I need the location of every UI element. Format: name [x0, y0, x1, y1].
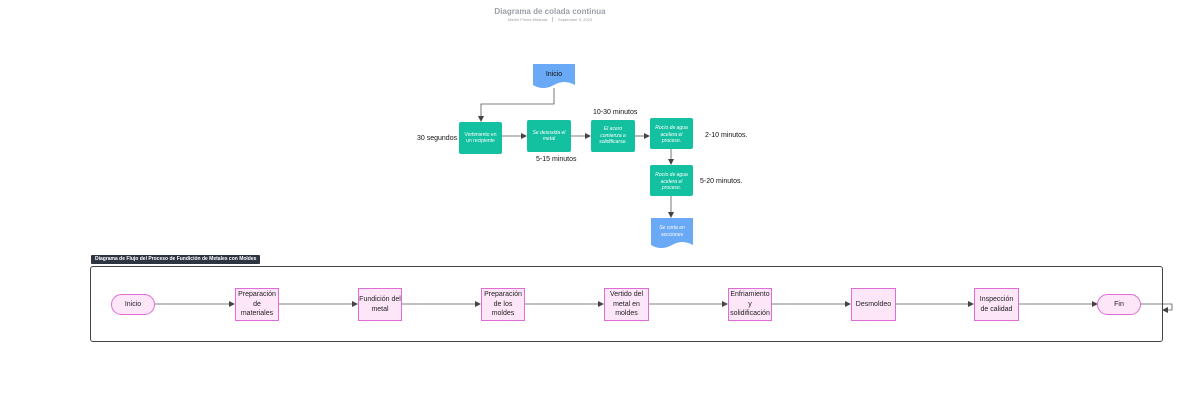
end-document-shape[interactable]: Se corta en secciones — [651, 218, 693, 250]
flow-step-preparacion-moldes[interactable]: Preparación de los moldes — [481, 288, 525, 321]
frame-title: Diagrama de Flujo del Proceso de Fundici… — [91, 255, 261, 264]
diagram-date: September 9, 2023 — [558, 17, 593, 22]
flow-step-preparacion-materiales[interactable]: Preparación de materiales — [235, 288, 279, 321]
flow-end-pill[interactable]: Fin — [1097, 294, 1141, 315]
start-document-shape[interactable]: Inicio — [533, 64, 575, 90]
time-label-solidificacion: 10-30 minutos — [593, 109, 638, 116]
diagram-subtitle: Martín Flores Miranda September 9, 2023 — [0, 17, 1100, 23]
author-name: Martín Flores Miranda — [507, 17, 548, 22]
connector-fin-loop — [1141, 303, 1173, 313]
start-label: Inicio — [545, 70, 563, 78]
subtitle-divider — [552, 17, 554, 23]
flow-step-vertido[interactable]: Vertido del metal en moldes — [604, 288, 649, 321]
time-label-rocio-2: 5-20 minutos. — [700, 178, 743, 185]
flow-step-desmoldeo[interactable]: Desmoldeo — [851, 288, 896, 321]
diagram-title: Diagrama de colada continua — [494, 7, 606, 16]
flow-step-enfriamiento[interactable]: Enfriamiento y solidificación — [728, 288, 772, 321]
time-label-rocio-1: 2-10 minutos. — [705, 132, 748, 139]
process-frame[interactable] — [90, 266, 1163, 342]
process-step-rocio-2[interactable]: Rocío de agua acelera el proceso. — [650, 165, 693, 196]
process-step-solidificacion[interactable]: El acero comienza a solidificarse. — [591, 120, 635, 152]
process-step-desoxidacion[interactable]: Se desoxida el metal — [527, 120, 571, 152]
end-label: Se corta en secciones — [659, 225, 685, 238]
flow-step-inspeccion[interactable]: Inspección de calidad — [974, 288, 1019, 321]
connector-start-to-step1 — [478, 88, 555, 122]
process-step-vertimiento[interactable]: Vertimiento en un recipiente — [459, 122, 502, 154]
time-label-vertimiento: 30 segundos — [417, 135, 458, 142]
time-label-desoxidacion: 5-15 minutos — [536, 156, 577, 163]
flow-start-pill[interactable]: Inicio — [111, 294, 155, 315]
flow-step-fundicion[interactable]: Fundición del metal — [358, 288, 402, 321]
process-step-rocio-1[interactable]: Rocío de agua acelera el proceso. — [650, 118, 693, 149]
